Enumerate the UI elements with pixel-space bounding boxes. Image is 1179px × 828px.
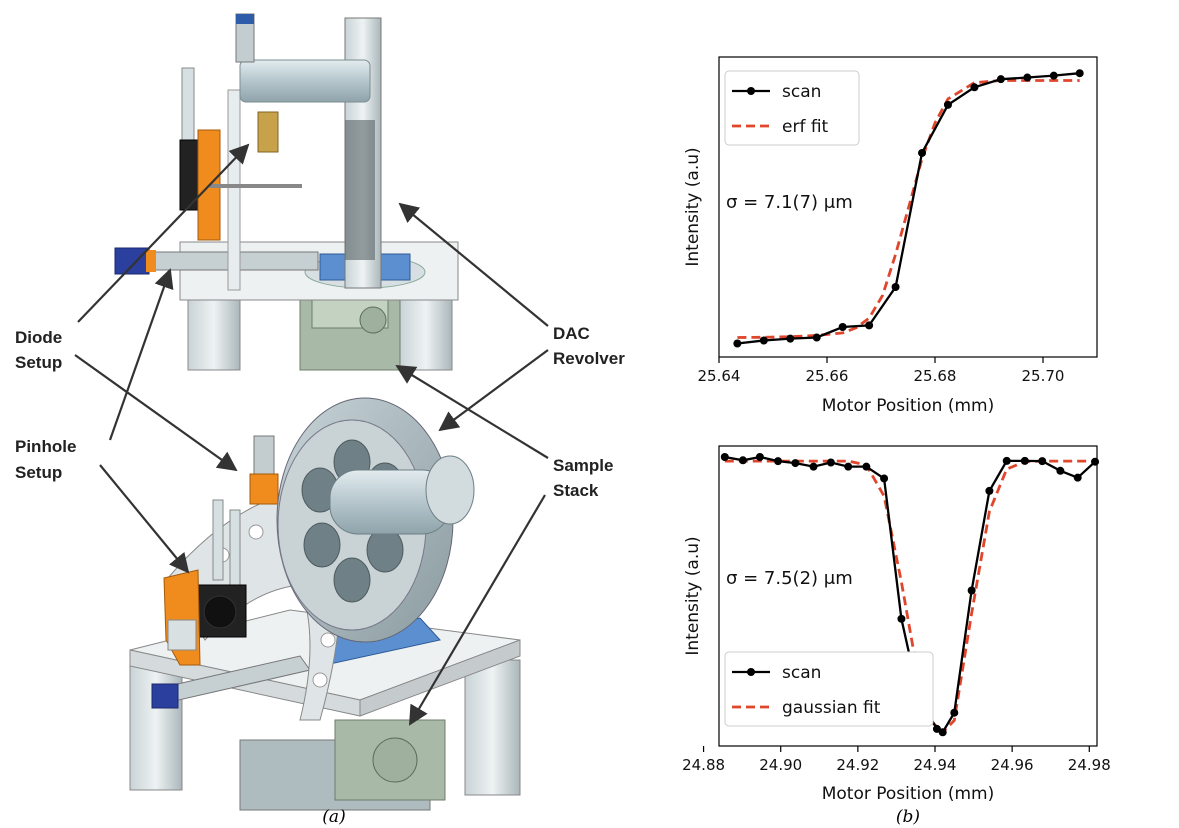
label-pinhole-setup: Pinhole Setup xyxy=(15,437,76,482)
arrow-diode-bottom xyxy=(74,354,238,472)
scan-point xyxy=(826,458,835,467)
scan-point xyxy=(950,708,959,717)
arrow-sample-bottom xyxy=(408,494,546,726)
instrument-side-view xyxy=(114,13,459,371)
legend-scan: scan xyxy=(782,82,821,102)
scan-point xyxy=(844,462,853,471)
scan-points xyxy=(733,69,1084,348)
caption-a: (a) xyxy=(322,807,345,827)
panel-a-illustration: Diode Setup Pinhole Setup DAC Revolver S… xyxy=(15,13,625,827)
svg-text:Revolver: Revolver xyxy=(553,349,625,368)
scan-point xyxy=(943,100,952,109)
x-tick-label: 24.88 xyxy=(682,756,725,774)
arrow-diode-top xyxy=(77,143,250,323)
scan-point xyxy=(1073,473,1082,482)
arrow-pinhole-top xyxy=(108,268,174,441)
label-diode-setup: Diode Setup xyxy=(15,328,62,372)
scan-point xyxy=(932,724,941,733)
scan-point xyxy=(1002,456,1011,465)
x-tick-label: 25.70 xyxy=(1022,367,1065,385)
scan-point xyxy=(985,486,994,495)
plot-frame xyxy=(718,56,1098,358)
scan-point xyxy=(938,728,947,737)
scan-point xyxy=(1056,466,1065,475)
scan-point xyxy=(996,75,1005,84)
svg-text:Setup: Setup xyxy=(15,463,62,482)
chart-erf: 25.64 25.66 25.68 25.70 Motor Position (mm)… xyxy=(683,56,1098,416)
scan-point xyxy=(967,586,976,595)
x-ticks: 24.88 24.90 24.92 24.94 24.96 24.98 xyxy=(682,746,1111,774)
x-axis-label: Motor Position (mm) xyxy=(822,784,995,804)
scan-point xyxy=(891,283,900,291)
scan-point xyxy=(862,462,871,471)
scan-point xyxy=(786,334,795,343)
scan-point xyxy=(897,614,906,623)
scan-point xyxy=(738,456,747,465)
arrow-dac-top xyxy=(398,202,549,327)
svg-text:Sample: Sample xyxy=(553,456,613,475)
x-tick-label: 24.96 xyxy=(991,756,1034,774)
x-tick-label: 24.90 xyxy=(759,756,802,774)
sigma-annotation: σ = 7.5(2) μm xyxy=(726,568,853,589)
x-tick-label: 25.66 xyxy=(806,367,849,385)
scan-point xyxy=(791,459,800,468)
scan-point xyxy=(970,83,979,92)
svg-text:Stack: Stack xyxy=(553,481,599,500)
instrument-iso-view xyxy=(129,397,521,811)
legend-scan: scan xyxy=(782,663,821,683)
legend-erf-fit: erf fit xyxy=(782,117,829,137)
svg-text:DAC: DAC xyxy=(553,324,590,343)
arrow-pinhole-bottom xyxy=(99,464,190,574)
scan-point xyxy=(1020,456,1029,465)
scan-point xyxy=(880,474,889,483)
label-dac-revolver: DAC Revolver xyxy=(553,324,625,368)
erf-fit-line xyxy=(737,79,1080,339)
caption-b: (b) xyxy=(896,807,920,827)
chart-gaussian: 24.88 24.90 24.92 24.94 24.96 24.98 Motor Pos… xyxy=(682,445,1111,804)
scan-point xyxy=(1049,71,1058,80)
scan-point xyxy=(1038,457,1047,466)
x-tick-label: 25.64 xyxy=(698,367,741,385)
arrow-dac-bottom xyxy=(438,349,549,432)
x-ticks: 25.64 25.66 25.68 25.70 xyxy=(698,357,1065,385)
scan-point xyxy=(755,453,764,462)
x-tick-label: 25.68 xyxy=(914,367,957,385)
arrow-sample-top xyxy=(395,364,549,459)
scan-point xyxy=(812,333,821,342)
x-axis-label: Motor Position (mm) xyxy=(822,396,995,416)
scan-line xyxy=(737,72,1080,345)
scan-point xyxy=(838,323,847,331)
label-sample-stack: Sample Stack xyxy=(553,456,613,500)
legend: scan gaussian fit xyxy=(724,651,934,727)
x-tick-label: 24.92 xyxy=(836,756,879,774)
scan-point xyxy=(1075,69,1084,78)
y-axis-label: Intensity (a.u) xyxy=(683,147,703,266)
scan-point xyxy=(918,148,927,157)
scan-point xyxy=(865,321,874,330)
y-axis-label: Intensity (a.u) xyxy=(683,536,703,655)
sigma-annotation: σ = 7.1(7) μm xyxy=(726,192,853,213)
svg-text:Diode: Diode xyxy=(15,328,62,347)
callout-arrows xyxy=(74,143,549,726)
scan-point xyxy=(774,457,783,466)
legend-gaussian-fit: gaussian fit xyxy=(782,698,881,718)
scan-point xyxy=(733,339,742,348)
x-tick-label: 24.98 xyxy=(1068,756,1111,774)
scan-point xyxy=(1091,457,1100,466)
scan-point xyxy=(759,336,768,345)
legend: scan erf fit xyxy=(724,70,860,146)
plot-frame xyxy=(718,445,1098,747)
scan-point xyxy=(809,462,818,471)
svg-text:Pinhole: Pinhole xyxy=(15,437,76,456)
scan-point xyxy=(720,453,729,462)
x-tick-label: 24.94 xyxy=(914,756,957,774)
scan-point xyxy=(1023,73,1032,82)
svg-text:Setup: Setup xyxy=(15,353,62,372)
